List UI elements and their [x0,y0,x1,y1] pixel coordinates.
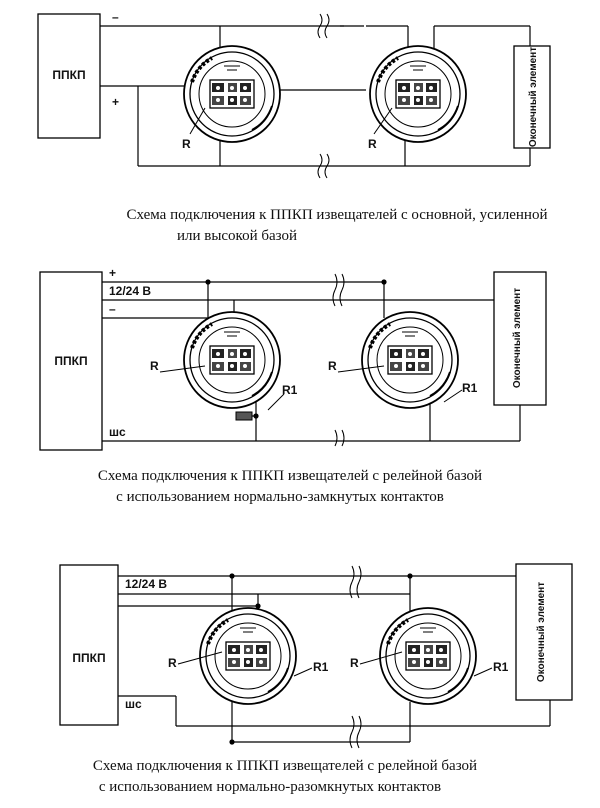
minus-label: – [109,302,116,316]
caption-3-line-1: Схема подключения к ППКП извещателей с р… [92,758,478,774]
voltage-label: 12/24 В [109,284,151,298]
detector-2b [360,310,460,410]
panel-label: ППКП [54,354,87,368]
resistor-leader [189,107,206,135]
caption-1-line-2: или высокой базой [176,228,298,244]
resistor-leader [373,107,393,135]
plus-label: + [112,95,119,109]
end-element-box [493,271,547,406]
junction-dot [229,573,235,579]
junction-dot [205,279,211,285]
r1-label: R1 [282,383,298,397]
wire-break-1 [317,13,330,179]
r1-label: R1 [462,381,478,395]
r1-label: R1 [493,660,509,674]
diagram-2: ППКП + 12/24 В – шс [39,266,547,451]
r1-leader [473,667,493,677]
end-element-box [513,45,551,149]
end-element-label: Оконечный элемент [512,288,523,388]
detector-3b [378,606,478,706]
caption-2-line-1: Схема подключения к ППКП извещателей с р… [97,468,483,484]
r1-leader [443,389,463,403]
resistor-label: R [368,137,377,151]
end-element-label: Оконечный элемент [528,47,539,147]
junction-dot [229,739,235,745]
diagram-2-wires [102,281,521,442]
panel-label: ППКП [72,651,105,665]
plus-label: + [109,266,116,280]
diagram-3-wires [118,564,551,743]
junction-dot [381,279,387,285]
wire-break-3 [349,565,362,749]
resistor-leader [177,651,223,665]
end-element-box [515,563,573,701]
resistor-label: R [150,359,159,373]
diagram-1: ППКП – + [37,10,551,179]
loop-label: шс [125,697,142,711]
junction-dot [407,573,413,579]
caption-1-line-1: Схема подключения к ППКП извещателей с о… [126,207,548,223]
detector-2a [182,310,282,410]
resistor-r1 [235,411,253,421]
junction-dot [253,413,259,419]
wire-break-2 [332,273,345,447]
resistor-leader [159,365,206,373]
loop-label: шс [109,425,126,439]
resistor-label: R [350,656,359,670]
detector-1a [182,44,282,144]
panel-box [37,13,101,139]
resistor-label: R [168,656,177,670]
junction-dot [255,603,261,609]
caption-2-line-2: с использованием нормально-замкнутых кон… [116,489,444,505]
end-element-label: Оконечный элемент [536,582,547,682]
r1-leader [293,667,313,677]
panel-box [39,271,103,451]
r1-label: R1 [313,660,329,674]
diagram-3: ППКП 12/24 В шс [59,563,573,749]
caption-3-line-2: с использованием нормально-разомкнутых к… [98,779,442,795]
panel-box [59,564,119,726]
panel-label: ППКП [52,68,85,82]
detector-1b [368,44,468,144]
voltage-label: 12/24 В [125,577,167,591]
resistor-leader [359,651,403,665]
detector-3a [198,606,298,706]
minus-label: – [112,10,119,24]
resistor-label: R [182,137,191,151]
r1-leader [267,393,285,411]
resistor-leader [337,365,385,373]
resistor-label: R [328,359,337,373]
